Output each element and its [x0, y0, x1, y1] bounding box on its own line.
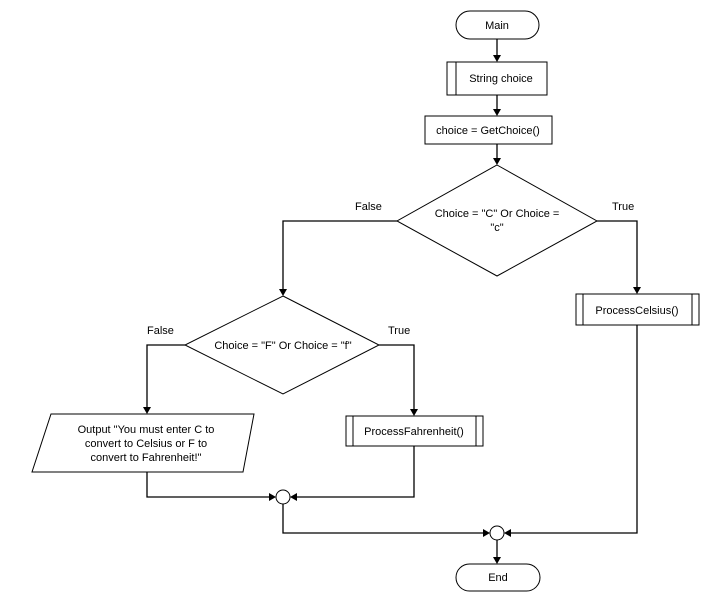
edges — [143, 39, 641, 564]
arrowhead — [493, 557, 501, 564]
connector-circle-left — [275, 489, 291, 505]
arrowhead — [504, 529, 511, 537]
assign-box: choice = GetChoice() — [424, 115, 553, 145]
end-terminal: End — [455, 563, 541, 592]
edge-connector1-to-connector2 — [282, 504, 483, 534]
output-line1: Output "You must enter C to — [78, 424, 215, 436]
output-parallelogram: Output "You must enter C to convert to C… — [31, 413, 255, 473]
edge-decision2-false — [146, 344, 185, 407]
decision2-label: Choice = "F" Or Choice = "f" — [214, 340, 351, 352]
declare-box: String choice — [446, 61, 548, 96]
edge-decision1-true — [597, 220, 638, 287]
arrowhead — [493, 55, 501, 62]
end-label: End — [488, 572, 508, 584]
assign-label: choice = GetChoice() — [436, 125, 540, 137]
edge-decision1-false — [282, 220, 397, 289]
edge-decision2-true — [379, 344, 415, 409]
arrowhead — [279, 289, 287, 296]
decision1-label-line2: "c" — [490, 222, 503, 234]
output-line3: convert to Fahrenheit!" — [91, 452, 202, 464]
start-terminal: Main — [455, 10, 540, 40]
start-label: Main — [485, 20, 509, 32]
decision1-true-label: True — [612, 201, 634, 213]
connector-circle-right — [489, 525, 505, 541]
process-fahrenheit-label: ProcessFahrenheit() — [364, 426, 464, 438]
output-line2: convert to Celsius or F to — [85, 438, 207, 450]
arrowhead — [269, 493, 276, 501]
declare-label: String choice — [469, 73, 533, 85]
arrowhead — [483, 529, 490, 537]
decision1-label-line1: Choice = "C" Or Choice = — [435, 208, 560, 220]
process-celsius-label: ProcessCelsius() — [595, 305, 678, 317]
arrowhead — [493, 158, 501, 165]
edge-output-to-connector1 — [146, 472, 269, 498]
arrowhead — [493, 109, 501, 116]
decision1-diamond: Choice = "C" Or Choice = "c" — [395, 164, 599, 277]
decision2-true-label: True — [388, 325, 410, 337]
arrowhead — [410, 409, 418, 416]
decision2-diamond: Choice = "F" Or Choice = "f" — [183, 295, 381, 395]
process-celsius-box: ProcessCelsius() — [575, 293, 700, 326]
arrowhead — [143, 407, 151, 414]
decision1-false-label: False — [355, 201, 382, 213]
edge-celsius-to-connector2 — [511, 325, 638, 534]
arrowhead — [290, 493, 297, 501]
edge-fahrenheit-to-connector1 — [297, 446, 415, 498]
arrowhead — [633, 287, 641, 294]
process-fahrenheit-box: ProcessFahrenheit() — [345, 415, 484, 447]
decision2-false-label: False — [147, 325, 174, 337]
